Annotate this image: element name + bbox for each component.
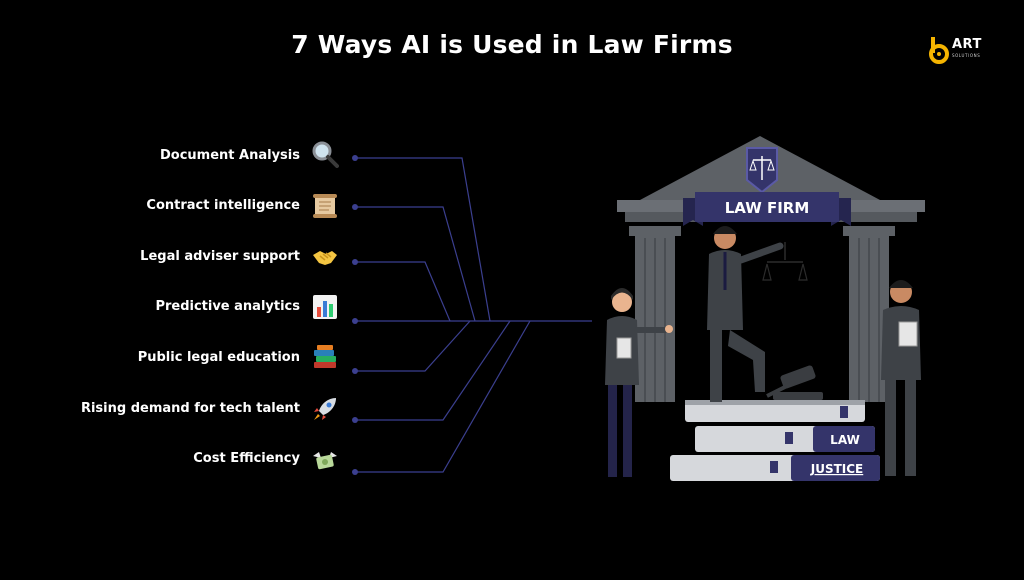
logo-subtitle: SOLUTIONS: [952, 53, 981, 58]
connector-1: [355, 157, 491, 322]
connector-7: [355, 320, 531, 473]
item-contract-intelligence: Contract intelligence: [146, 198, 300, 213]
banner-label: LAW FIRM: [725, 199, 810, 217]
connector-3: [355, 261, 451, 322]
lawyer-man-figure: [707, 226, 808, 402]
connector-6: [355, 320, 511, 421]
connector-5: [355, 320, 471, 372]
brand-logo: ART SOLUTIONS: [928, 36, 994, 66]
law-firm-illustration: LAW FIRM LAW JUSTICE: [605, 136, 925, 481]
rocket-icon: [314, 398, 336, 420]
lawyer-man-right-figure: [881, 280, 921, 476]
handshake-icon: [313, 251, 337, 265]
item-tech-talent: Rising demand for tech talent: [80, 401, 300, 416]
logo-mark-icon: [929, 37, 949, 64]
logo-word: ART: [952, 37, 982, 52]
item-legal-adviser-support: Legal adviser support: [140, 249, 300, 264]
book-label-law: LAW: [830, 433, 860, 447]
item-document-analysis: Document Analysis: [160, 148, 300, 163]
law-firm-banner: [695, 192, 839, 222]
bar-chart-icon: [313, 295, 337, 319]
scroll-icon: [313, 194, 337, 218]
money-with-wings-icon: [313, 452, 337, 470]
page-title: 7 Ways AI is Used in Law Firms: [291, 30, 733, 59]
connector-2: [355, 206, 476, 322]
books-icon: [314, 345, 336, 368]
book-label-justice: JUSTICE: [810, 462, 864, 476]
item-cost-efficiency: Cost Efficiency: [193, 451, 300, 466]
book-top: [685, 400, 865, 422]
item-public-legal-education: Public legal education: [137, 350, 300, 365]
magnifying-glass-icon: [312, 141, 339, 168]
lawyer-woman-figure: [605, 288, 673, 477]
item-predictive-analytics: Predictive analytics: [155, 299, 300, 314]
